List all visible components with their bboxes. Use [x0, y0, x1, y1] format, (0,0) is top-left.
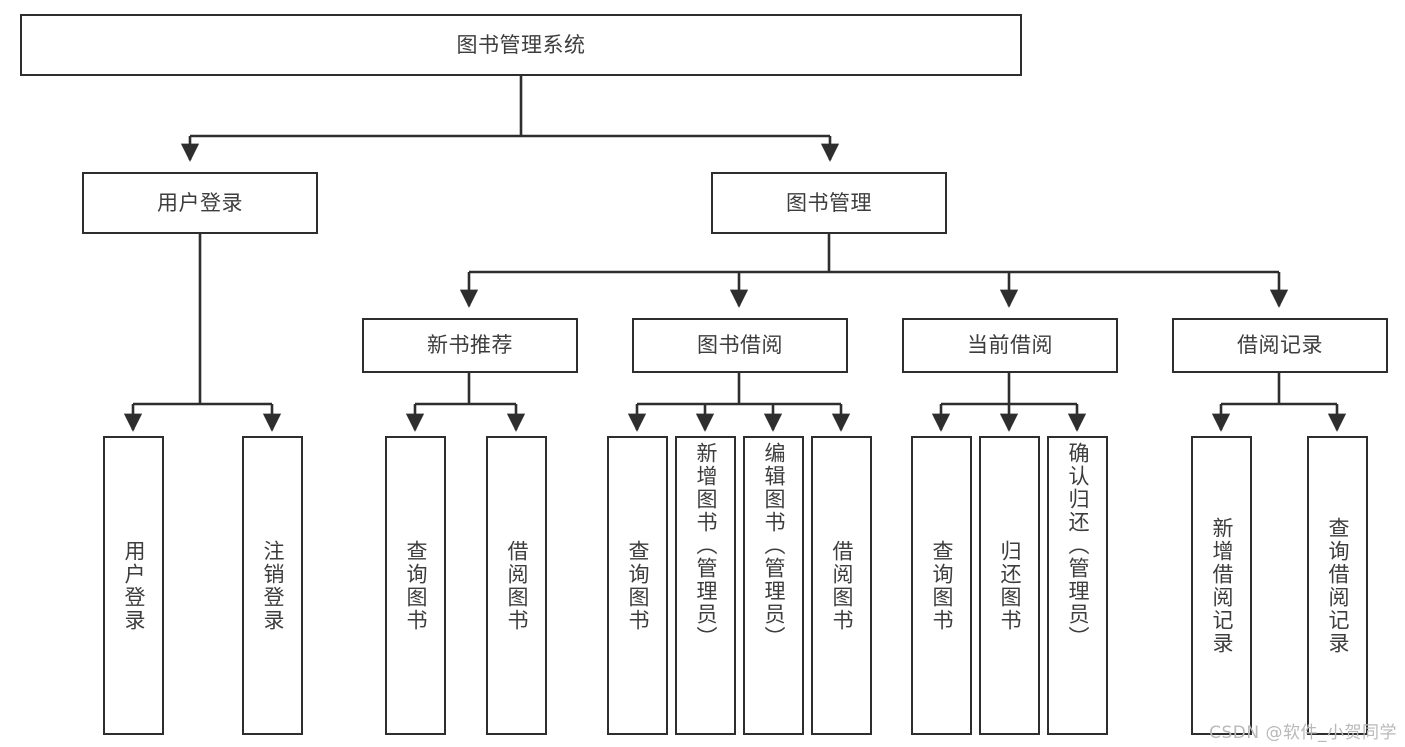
node-label: 查询图书 — [930, 539, 954, 632]
node-user-login[interactable]: 用户登录 — [82, 172, 318, 234]
leaf-text-wrap: 新增图书（管理员） — [677, 438, 734, 733]
leaf-text-wrap: 确认归还（管理员） — [1049, 438, 1106, 733]
node-label: 图书借阅 — [697, 333, 783, 358]
node-label: 注销登录 — [261, 539, 285, 632]
node-label: 新增图书（管理员） — [694, 442, 718, 649]
leaf-text-wrap: 新增借阅记录 — [1193, 438, 1250, 733]
leaf-text-wrap: 归还图书 — [981, 438, 1038, 733]
node-label: 查询借阅记录 — [1326, 516, 1350, 655]
leaf-text-wrap: 借阅图书 — [488, 438, 545, 733]
leaf-book-borrow-edit-book-admin[interactable]: 编辑图书（管理员） — [743, 436, 804, 735]
leaf-book-borrow-add-book-admin[interactable]: 新增图书（管理员） — [675, 436, 736, 735]
node-label: 编辑图书（管理员） — [762, 442, 786, 649]
leaf-user-login-logout[interactable]: 注销登录 — [242, 436, 303, 735]
leaf-new-book-query-book[interactable]: 查询图书 — [385, 436, 446, 735]
node-label: 借阅图书 — [830, 539, 854, 632]
leaf-current-borrow-return-book[interactable]: 归还图书 — [979, 436, 1040, 735]
node-label: 查询图书 — [404, 539, 428, 632]
node-label: 新增借阅记录 — [1210, 516, 1234, 655]
leaf-text-wrap: 查询图书 — [387, 438, 444, 733]
node-label: 确认归还（管理员） — [1066, 442, 1090, 649]
leaf-text-wrap: 查询图书 — [913, 438, 970, 733]
node-current-borrow[interactable]: 当前借阅 — [902, 318, 1118, 373]
node-label: 用户登录 — [122, 539, 146, 632]
node-label: 当前借阅 — [967, 333, 1053, 358]
node-label: 图书管理系统 — [456, 32, 586, 57]
node-label: 图书管理 — [786, 190, 872, 215]
leaf-text-wrap: 查询借阅记录 — [1309, 438, 1366, 733]
node-label: 新书推荐 — [427, 333, 513, 358]
node-borrow-record[interactable]: 借阅记录 — [1172, 318, 1388, 373]
leaf-book-borrow-borrow-book[interactable]: 借阅图书 — [811, 436, 872, 735]
leaf-current-borrow-query-book[interactable]: 查询图书 — [911, 436, 972, 735]
node-label: 用户登录 — [157, 190, 243, 215]
node-label: 查询图书 — [626, 539, 650, 632]
leaf-borrow-record-query-record[interactable]: 查询借阅记录 — [1307, 436, 1368, 735]
leaf-user-login-login[interactable]: 用户登录 — [103, 436, 164, 735]
node-label: 归还图书 — [998, 539, 1022, 632]
leaf-text-wrap: 借阅图书 — [813, 438, 870, 733]
node-new-book-recommend[interactable]: 新书推荐 — [362, 318, 578, 373]
leaf-current-borrow-confirm-return-admin[interactable]: 确认归还（管理员） — [1047, 436, 1108, 735]
leaf-text-wrap: 用户登录 — [105, 438, 162, 733]
leaf-borrow-record-add-record[interactable]: 新增借阅记录 — [1191, 436, 1252, 735]
leaf-new-book-borrow-book[interactable]: 借阅图书 — [486, 436, 547, 735]
leaf-text-wrap: 查询图书 — [609, 438, 666, 733]
node-root-book-management-system[interactable]: 图书管理系统 — [20, 14, 1022, 76]
leaf-text-wrap: 注销登录 — [244, 438, 301, 733]
leaf-text-wrap: 编辑图书（管理员） — [745, 438, 802, 733]
csdn-watermark: CSDN @软件_小贺同学 — [1209, 723, 1397, 743]
node-book-borrow[interactable]: 图书借阅 — [632, 318, 848, 373]
node-book-management[interactable]: 图书管理 — [711, 172, 947, 234]
leaf-book-borrow-query-book[interactable]: 查询图书 — [607, 436, 668, 735]
node-label: 借阅记录 — [1237, 333, 1323, 358]
node-label: 借阅图书 — [505, 539, 529, 632]
